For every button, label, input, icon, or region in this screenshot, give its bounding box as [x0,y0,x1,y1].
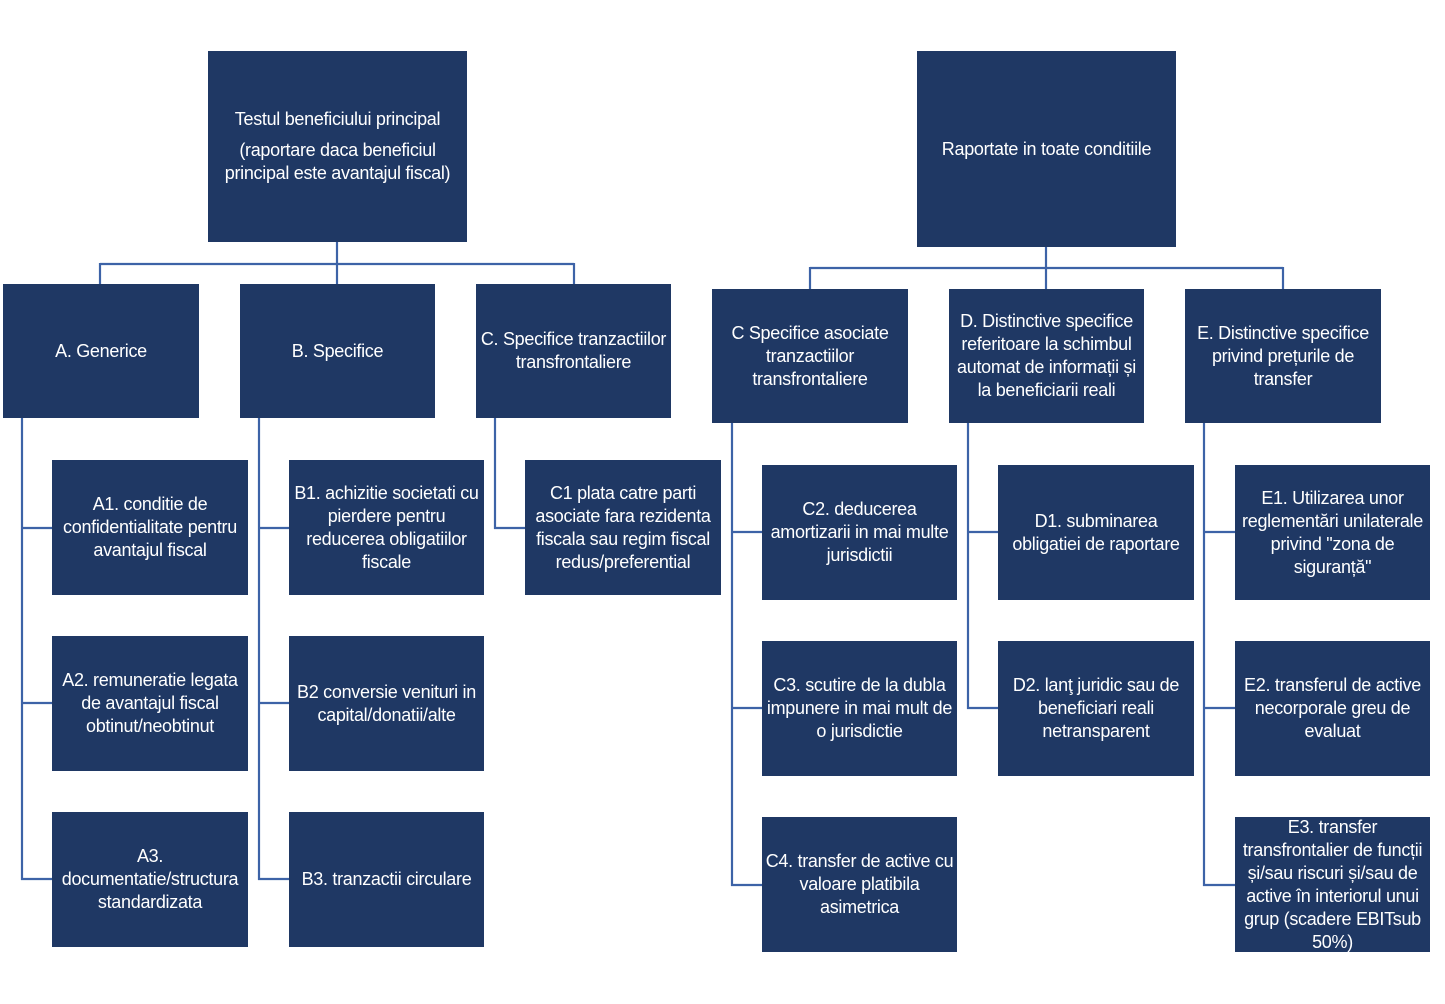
item-c4-label: C4. transfer de active cu valoare platib… [765,851,954,917]
item-c1-label: C1 plata catre parti asociate fara rezid… [535,482,711,572]
category-e-distinctive: E. Distinctive specifice privind prețuri… [1185,289,1381,423]
item-d1-label: D1. subminarea obligatiei de raportare [1012,510,1180,554]
item-c3: C3. scutire de la dubla impunere in mai … [762,641,957,776]
right-root-box: Raportate in toate conditiile [917,51,1176,247]
left-root-box: Testul beneficiului principal (raportare… [208,51,467,242]
item-e3-label: E3. transfer transfrontalier de funcții … [1242,816,1423,952]
item-a2-label: A2. remuneratie legata de avantajul fisc… [62,670,238,736]
item-a1: A1. conditie de confidentialitate pentru… [52,460,248,595]
item-d2: D2. lanţ juridic sau de beneficiari real… [998,641,1194,776]
item-e2-label: E2. transferul de active necorporale gre… [1244,675,1421,741]
left-root-title: Testul beneficiului principal [234,109,441,129]
item-d1: D1. subminarea obligatiei de raportare [998,465,1194,600]
item-e2: E2. transferul de active necorporale gre… [1235,641,1430,776]
category-e-label: E. Distinctive specifice privind prețuri… [1197,322,1369,389]
item-e3: E3. transfer transfrontalier de funcții … [1235,817,1430,952]
item-b2: B2 conversie venituri in capital/donatii… [289,636,484,771]
item-a3: A3. documentatie/structura standardizata [52,812,248,947]
right-root-title: Raportate in toate conditiile [941,138,1152,159]
item-d2-label: D2. lanţ juridic sau de beneficiari real… [1012,675,1180,741]
item-e1-label: E1. Utilizarea unor reglementări unilate… [1242,487,1423,577]
item-b1: B1. achizitie societati cu pierdere pent… [289,460,484,595]
category-c-transfrontaliere: C. Specifice tranzactiilor transfrontali… [476,284,671,418]
category-a-generice: A. Generice [3,284,199,418]
category-c-label: C. Specifice tranzactiilor transfrontali… [480,329,667,372]
category-c-asociate: C Specifice asociate tranzactiilor trans… [712,289,908,423]
item-a1-label: A1. conditie de confidentialitate pentru… [63,494,237,560]
item-c2-label: C2. deducerea amortizarii in mai multe j… [770,499,949,565]
category-a-label: A. Generice [55,340,147,361]
item-a3-label: A3. documentatie/structura standardizata [61,846,239,912]
category-d-label: D. Distinctive specifice referitoare la … [957,311,1136,400]
item-b2-label: B2 conversie venituri in capital/donatii… [297,681,476,725]
item-e1: E1. Utilizarea unor reglementări unilate… [1235,465,1430,600]
item-c1: C1 plata catre parti asociate fara rezid… [525,460,721,595]
item-c3-label: C3. scutire de la dubla impunere in mai … [766,675,953,741]
item-a2: A2. remuneratie legata de avantajul fisc… [52,636,248,771]
category-c-right-label: C Specifice asociate tranzactiilor trans… [731,322,889,389]
item-b1-label: B1. achizitie societati cu pierdere pent… [294,482,479,572]
item-b3: B3. tranzactii circulare [289,812,484,947]
item-c4: C4. transfer de active cu valoare platib… [762,817,957,952]
left-root-subtitle: (raportare daca beneficiul principal est… [224,140,451,183]
category-b-specifice: B. Specifice [240,284,435,418]
category-d-distinctive: D. Distinctive specifice referitoare la … [949,289,1144,423]
item-c2: C2. deducerea amortizarii in mai multe j… [762,465,957,600]
category-b-label: B. Specifice [291,340,384,361]
item-b3-label: B3. tranzactii circulare [301,869,472,889]
